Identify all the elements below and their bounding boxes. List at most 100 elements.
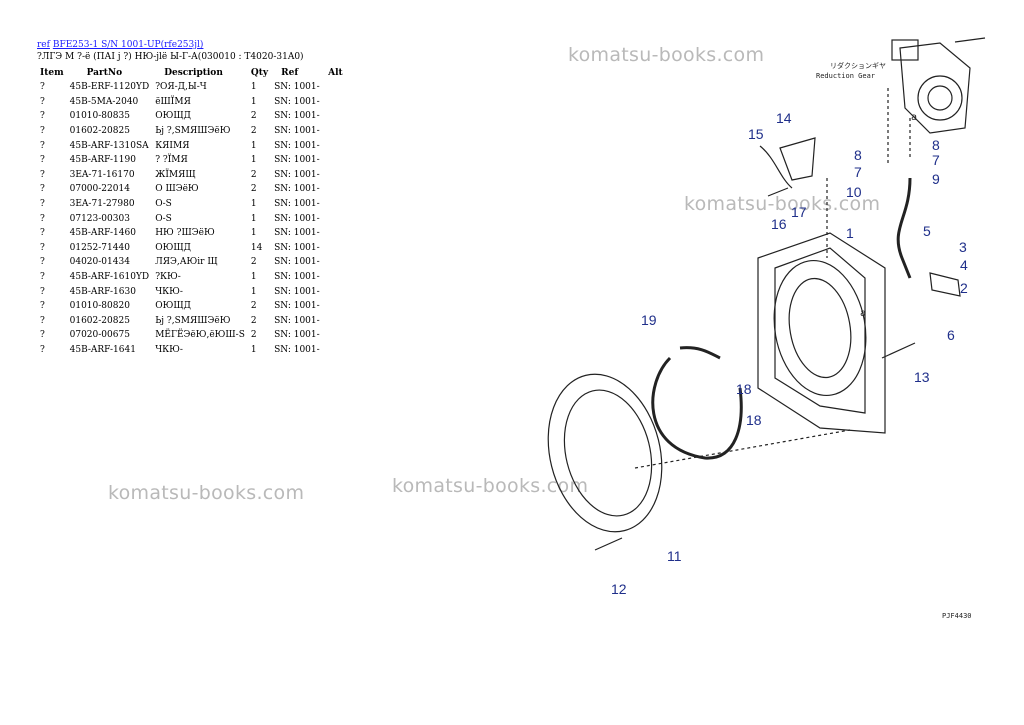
watermark: komatsu-books.com bbox=[108, 482, 305, 504]
ref-link[interactable]: ref bbox=[37, 40, 50, 50]
header-qty: Qty bbox=[250, 68, 269, 78]
cell-alt bbox=[325, 109, 346, 124]
cell-alt bbox=[325, 314, 346, 329]
cell-partno: 01010-80835 bbox=[69, 111, 130, 122]
small-bolt bbox=[767, 187, 789, 197]
cell-description: О-S bbox=[155, 199, 172, 210]
cell-qty: 1 bbox=[250, 155, 257, 166]
cell-qty: 1 bbox=[250, 96, 257, 107]
cell-qty: 2 bbox=[250, 257, 257, 268]
cell-ref: SN: 1001- bbox=[274, 82, 320, 93]
cell-ref: SN: 1001- bbox=[274, 126, 320, 137]
exploded-parts-diagram: リダクションギヤ Reduction Gear a a PJF4430 1 2 … bbox=[547, 37, 986, 620]
cell-description: Ьј ?,SМЯШЭёЮ bbox=[155, 315, 231, 326]
parts-table: Item PartNo Description Qty Ref Alt ?45B… bbox=[37, 66, 346, 357]
cell-item: ? bbox=[40, 126, 45, 137]
cell-qty: 14 bbox=[250, 242, 263, 253]
cell-partno: 07123-00303 bbox=[69, 213, 130, 224]
callout-2: 2 bbox=[960, 280, 968, 296]
cell-partno: 01010-80820 bbox=[69, 301, 130, 312]
cell-ref: SN: 1001- bbox=[274, 96, 320, 107]
cell-item: ? bbox=[40, 286, 45, 297]
callout-4: 4 bbox=[960, 257, 968, 273]
cell-alt bbox=[325, 182, 346, 197]
cell-item: ? bbox=[40, 155, 45, 166]
wire-clip bbox=[759, 145, 793, 189]
watermark: komatsu-books.com bbox=[392, 475, 589, 497]
cell-qty: 1 bbox=[250, 228, 257, 239]
cell-description: О-S bbox=[155, 213, 172, 224]
housing-inner-frame bbox=[774, 247, 866, 414]
cell-qty: 2 bbox=[250, 330, 257, 341]
cell-partno: 45B-ARF-1310SA bbox=[69, 140, 149, 151]
cell-partno: 45B-ARF-1460 bbox=[69, 228, 136, 239]
callout-3: 3 bbox=[959, 239, 967, 255]
cell-item: ? bbox=[40, 330, 45, 341]
cell-qty: 1 bbox=[250, 213, 257, 224]
reduction-gear-label: Reduction Gear bbox=[816, 72, 875, 80]
cell-ref: SN: 1001- bbox=[274, 272, 320, 283]
bracket bbox=[929, 272, 961, 297]
cell-partno: 3EA-71-27980 bbox=[69, 199, 135, 210]
cell-description: ёШЇМЯ bbox=[155, 96, 191, 107]
marker-a: a bbox=[911, 112, 917, 123]
header-description: Description bbox=[164, 68, 223, 78]
cell-partno: 45B-ARF-1641 bbox=[69, 344, 136, 355]
cell-alt bbox=[325, 153, 346, 168]
table-header-row: Item PartNo Description Qty Ref Alt bbox=[37, 66, 346, 80]
cell-description: ЧКЮ- bbox=[155, 286, 183, 297]
callout-11: 11 bbox=[667, 548, 682, 564]
callout-5: 5 bbox=[923, 223, 931, 239]
cell-description: ?ОЯ-Д,Ы-Ч bbox=[155, 82, 207, 93]
cell-ref: SN: 1001- bbox=[274, 257, 320, 268]
watermark: komatsu-books.com bbox=[684, 193, 881, 215]
callout-18: 18 bbox=[736, 381, 752, 397]
cell-description: ОЮЩД bbox=[155, 242, 191, 253]
cell-ref: SN: 1001- bbox=[274, 184, 320, 195]
cell-ref: SN: 1001- bbox=[274, 111, 320, 122]
cell-qty: 2 bbox=[250, 315, 257, 326]
cell-description: О ШЭёЮ bbox=[155, 184, 199, 195]
cell-qty: 1 bbox=[250, 286, 257, 297]
cell-item: ? bbox=[40, 315, 45, 326]
reduction-gear-bore bbox=[927, 85, 953, 111]
cell-qty: 1 bbox=[250, 344, 257, 355]
header-alt: Alt bbox=[328, 68, 343, 78]
cell-partno: 01602-20825 bbox=[69, 315, 130, 326]
callout-12: 12 bbox=[611, 581, 627, 597]
cell-ref: SN: 1001- bbox=[274, 301, 320, 312]
housing-opening bbox=[773, 259, 867, 397]
cell-description: ОЮЩД bbox=[155, 111, 191, 122]
cell-item: ? bbox=[40, 344, 45, 355]
cell-description: ЧКЮ- bbox=[155, 344, 183, 355]
callout-14: 14 bbox=[776, 110, 792, 126]
cell-alt bbox=[325, 168, 346, 183]
cell-partno: 07000-22014 bbox=[69, 184, 130, 195]
drawing-code: PJF4430 bbox=[942, 612, 972, 620]
marker-a: a bbox=[860, 308, 866, 319]
cell-ref: SN: 1001- bbox=[274, 155, 320, 166]
cell-item: ? bbox=[40, 228, 45, 239]
cell-qty: 1 bbox=[250, 272, 257, 283]
gear-bolt bbox=[954, 37, 986, 43]
cell-partno: 45B-ERF-1120YD bbox=[69, 82, 150, 93]
housing-plate bbox=[757, 232, 886, 434]
cell-alt bbox=[325, 270, 346, 285]
cell-alt bbox=[325, 80, 346, 95]
cell-partno: 01252-71440 bbox=[69, 242, 130, 253]
model-link[interactable]: BFE253-1 S/N 1001-UP(rfe253jl) bbox=[52, 40, 204, 50]
callout-19: 19 bbox=[641, 312, 657, 328]
cell-item: ? bbox=[40, 184, 45, 195]
cell-description: ?КЮ- bbox=[155, 272, 181, 283]
